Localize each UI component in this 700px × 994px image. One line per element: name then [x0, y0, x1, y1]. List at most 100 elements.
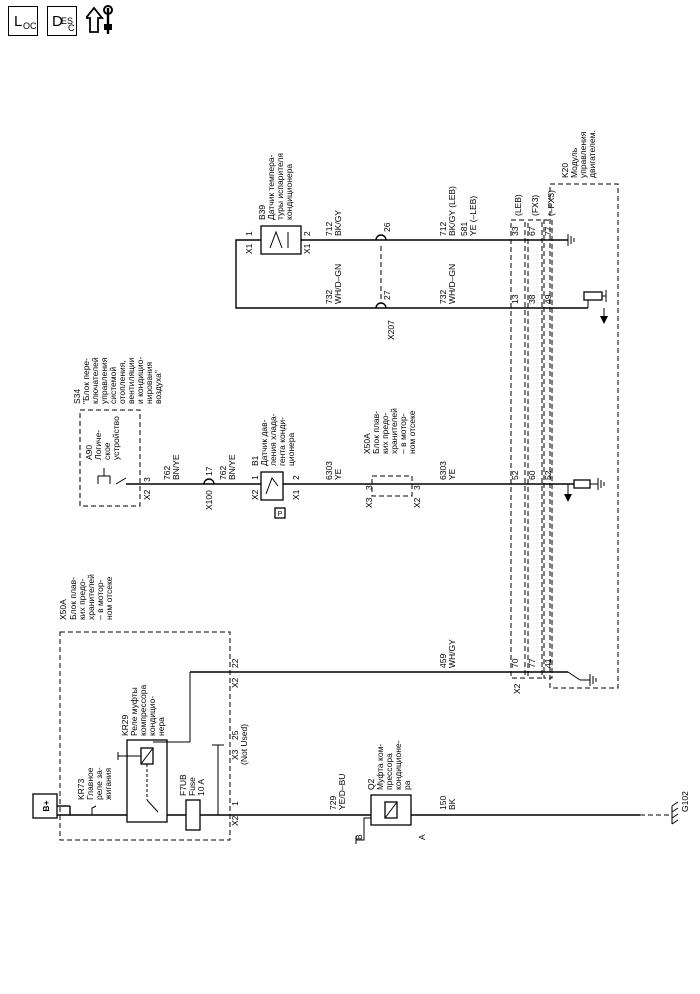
- toolbar: L OC D ES C: [0, 0, 700, 60]
- wire-6303a-color: YE: [333, 468, 343, 480]
- b1-line2: ления хлада-: [268, 413, 278, 466]
- wire-712a-color: BK/GY: [333, 210, 343, 236]
- pin-52a: 52: [510, 470, 520, 480]
- s34-line4: системой: [108, 367, 118, 404]
- x3-mid-pin: 3: [364, 485, 374, 490]
- k20-ecm: K20 Модуль управления двигателем. (LEB) …: [510, 130, 619, 694]
- description-icon[interactable]: D ES C: [47, 6, 77, 36]
- k20-x2-conn: X2: [512, 683, 522, 694]
- wire-712: 712 BK/GY 26 712 BK/GY (LEB) 581 YE (–LE…: [301, 186, 568, 241]
- s34-line5: отопления,: [117, 360, 127, 404]
- ground-g102: G102: [640, 791, 690, 825]
- x3-25-pin: 25: [230, 730, 240, 740]
- power-label: B+: [41, 800, 51, 811]
- b39-line2: туры испарителя: [275, 153, 285, 220]
- k20-id: K20: [560, 163, 570, 178]
- location-icon[interactable]: L OC: [8, 6, 38, 36]
- b39-x1a-pin: 1: [244, 231, 254, 236]
- kr29-line3: кондицио-: [147, 696, 157, 736]
- pin-67: 67: [527, 226, 537, 236]
- desc-sub1: ES: [61, 16, 74, 26]
- kr73-line1: Главное: [85, 767, 95, 800]
- wire-732a-num: 732: [324, 290, 334, 304]
- pin-33: 33: [510, 226, 520, 236]
- a90-id: A90: [84, 445, 94, 460]
- b1-badge: P: [278, 511, 283, 518]
- wire-729-num: 729: [328, 796, 338, 810]
- b1-x2-conn: X2: [250, 489, 260, 500]
- b39-line3: кондиционера: [284, 164, 294, 220]
- q2-line2: прессора: [384, 753, 394, 790]
- q2-pin-b: B: [354, 834, 364, 840]
- wire-712b-num: 712: [438, 222, 448, 236]
- pin-52b: 52: [543, 470, 553, 480]
- b39-x1b-pin: 2: [302, 231, 312, 236]
- fuse-block-top-line3: хранителей: [86, 574, 96, 620]
- s34-line8: нирования: [144, 362, 154, 404]
- b1-x1-conn: X1: [291, 489, 301, 500]
- fuse-line1: Fuse: [187, 777, 197, 796]
- ground-label: G102: [680, 791, 690, 812]
- fuse-block-mid-line2: ких предо-: [380, 412, 390, 454]
- wrench-info-icon[interactable]: [86, 4, 126, 38]
- b39-temp-sensor: B39 Датчик темпера- туры испарителя конд…: [244, 153, 312, 255]
- wire-6303b-color: YE: [447, 468, 457, 480]
- k20-fx3: (FX3): [530, 195, 540, 216]
- fuse-block-mid-line3: хранителей: [389, 408, 399, 454]
- fuse-block-mid: X50A Блок плав- ких предо- хранителей – …: [362, 408, 422, 508]
- wire-459: X2 22 459 WH/GY: [190, 639, 568, 688]
- wire-581-num: 581: [459, 222, 469, 236]
- wire-712a-num: 712: [324, 222, 334, 236]
- b39-line1: Датчик темпера-: [266, 154, 276, 220]
- s34-line3: управления: [99, 357, 109, 404]
- wire-pressure-sensor: 762 BN/YE X100 17 762 BN/YE: [126, 454, 588, 510]
- fuse-block-mid-id: X50A: [362, 433, 372, 454]
- kr29-line4: нера: [156, 717, 166, 736]
- fuse-block-top-line2: ких предо-: [77, 578, 87, 620]
- s34-line7: и кондицио-: [135, 357, 145, 404]
- wire-732: 732 WH/D–GN 27 X207 732 WH/D–GN: [235, 239, 588, 340]
- x3-mid-conn: X3: [364, 497, 374, 508]
- kr73-line3: жигания: [103, 767, 113, 800]
- b1-line4: ционера: [286, 433, 296, 466]
- wire-6303a-num: 6303: [324, 461, 334, 480]
- wire-762a-color: BN/YE: [171, 454, 181, 480]
- kr73-line2: реле за-: [94, 767, 104, 800]
- pin-60: 60: [527, 470, 537, 480]
- x2-mid-pin: 3: [412, 485, 422, 490]
- fuse-block-top-line5: ном отсеке: [104, 576, 114, 620]
- kr29-line2: компрессора: [138, 685, 148, 736]
- pin-13: 13: [510, 294, 520, 304]
- x2-22-pin: 22: [230, 658, 240, 668]
- pin-49: 49: [543, 294, 553, 304]
- x2-1-conn: X2: [230, 815, 240, 826]
- x2-22-conn: X2: [230, 677, 240, 688]
- q2-line1: Муфта ком-: [375, 744, 385, 790]
- wire-762b-color: BN/YE: [227, 454, 237, 480]
- wire-459-num: 459: [438, 654, 448, 668]
- fuse-block-mid-line4: – в мотор-: [398, 413, 408, 454]
- wire-150-color: BK: [447, 798, 457, 810]
- a90-line3: устройство: [111, 416, 121, 460]
- loc-sub: OC: [23, 21, 37, 31]
- b1-line3: гента конди-: [277, 417, 287, 466]
- fuse-id: F7UB: [178, 774, 188, 796]
- wire-732b-num: 732: [438, 290, 448, 304]
- fuse-block-mid-line5: ном отсеке: [407, 410, 417, 454]
- x3-25-conn: X3: [230, 749, 240, 760]
- pin-70: 70: [510, 658, 520, 668]
- s34-line1: "Блок пере-: [81, 358, 91, 404]
- wire-732b-color: WH/D–GN: [447, 264, 457, 304]
- b39-id: B39: [257, 205, 267, 220]
- b1-id: B1: [250, 455, 260, 466]
- x207-pin27: 27: [382, 290, 392, 300]
- wire-732a-color: WH/D–GN: [333, 264, 343, 304]
- pin-38: 38: [527, 294, 537, 304]
- kr73-id: KR73: [76, 778, 86, 800]
- kr29-line1: Реле муфты: [129, 687, 139, 736]
- b39-x1a-conn: X1: [244, 243, 254, 254]
- q2-line4: ра: [402, 780, 412, 790]
- wire-6303b-num: 6303: [438, 461, 448, 480]
- k20-line3: двигателем.: [587, 130, 597, 178]
- desc-letter: D: [52, 13, 63, 30]
